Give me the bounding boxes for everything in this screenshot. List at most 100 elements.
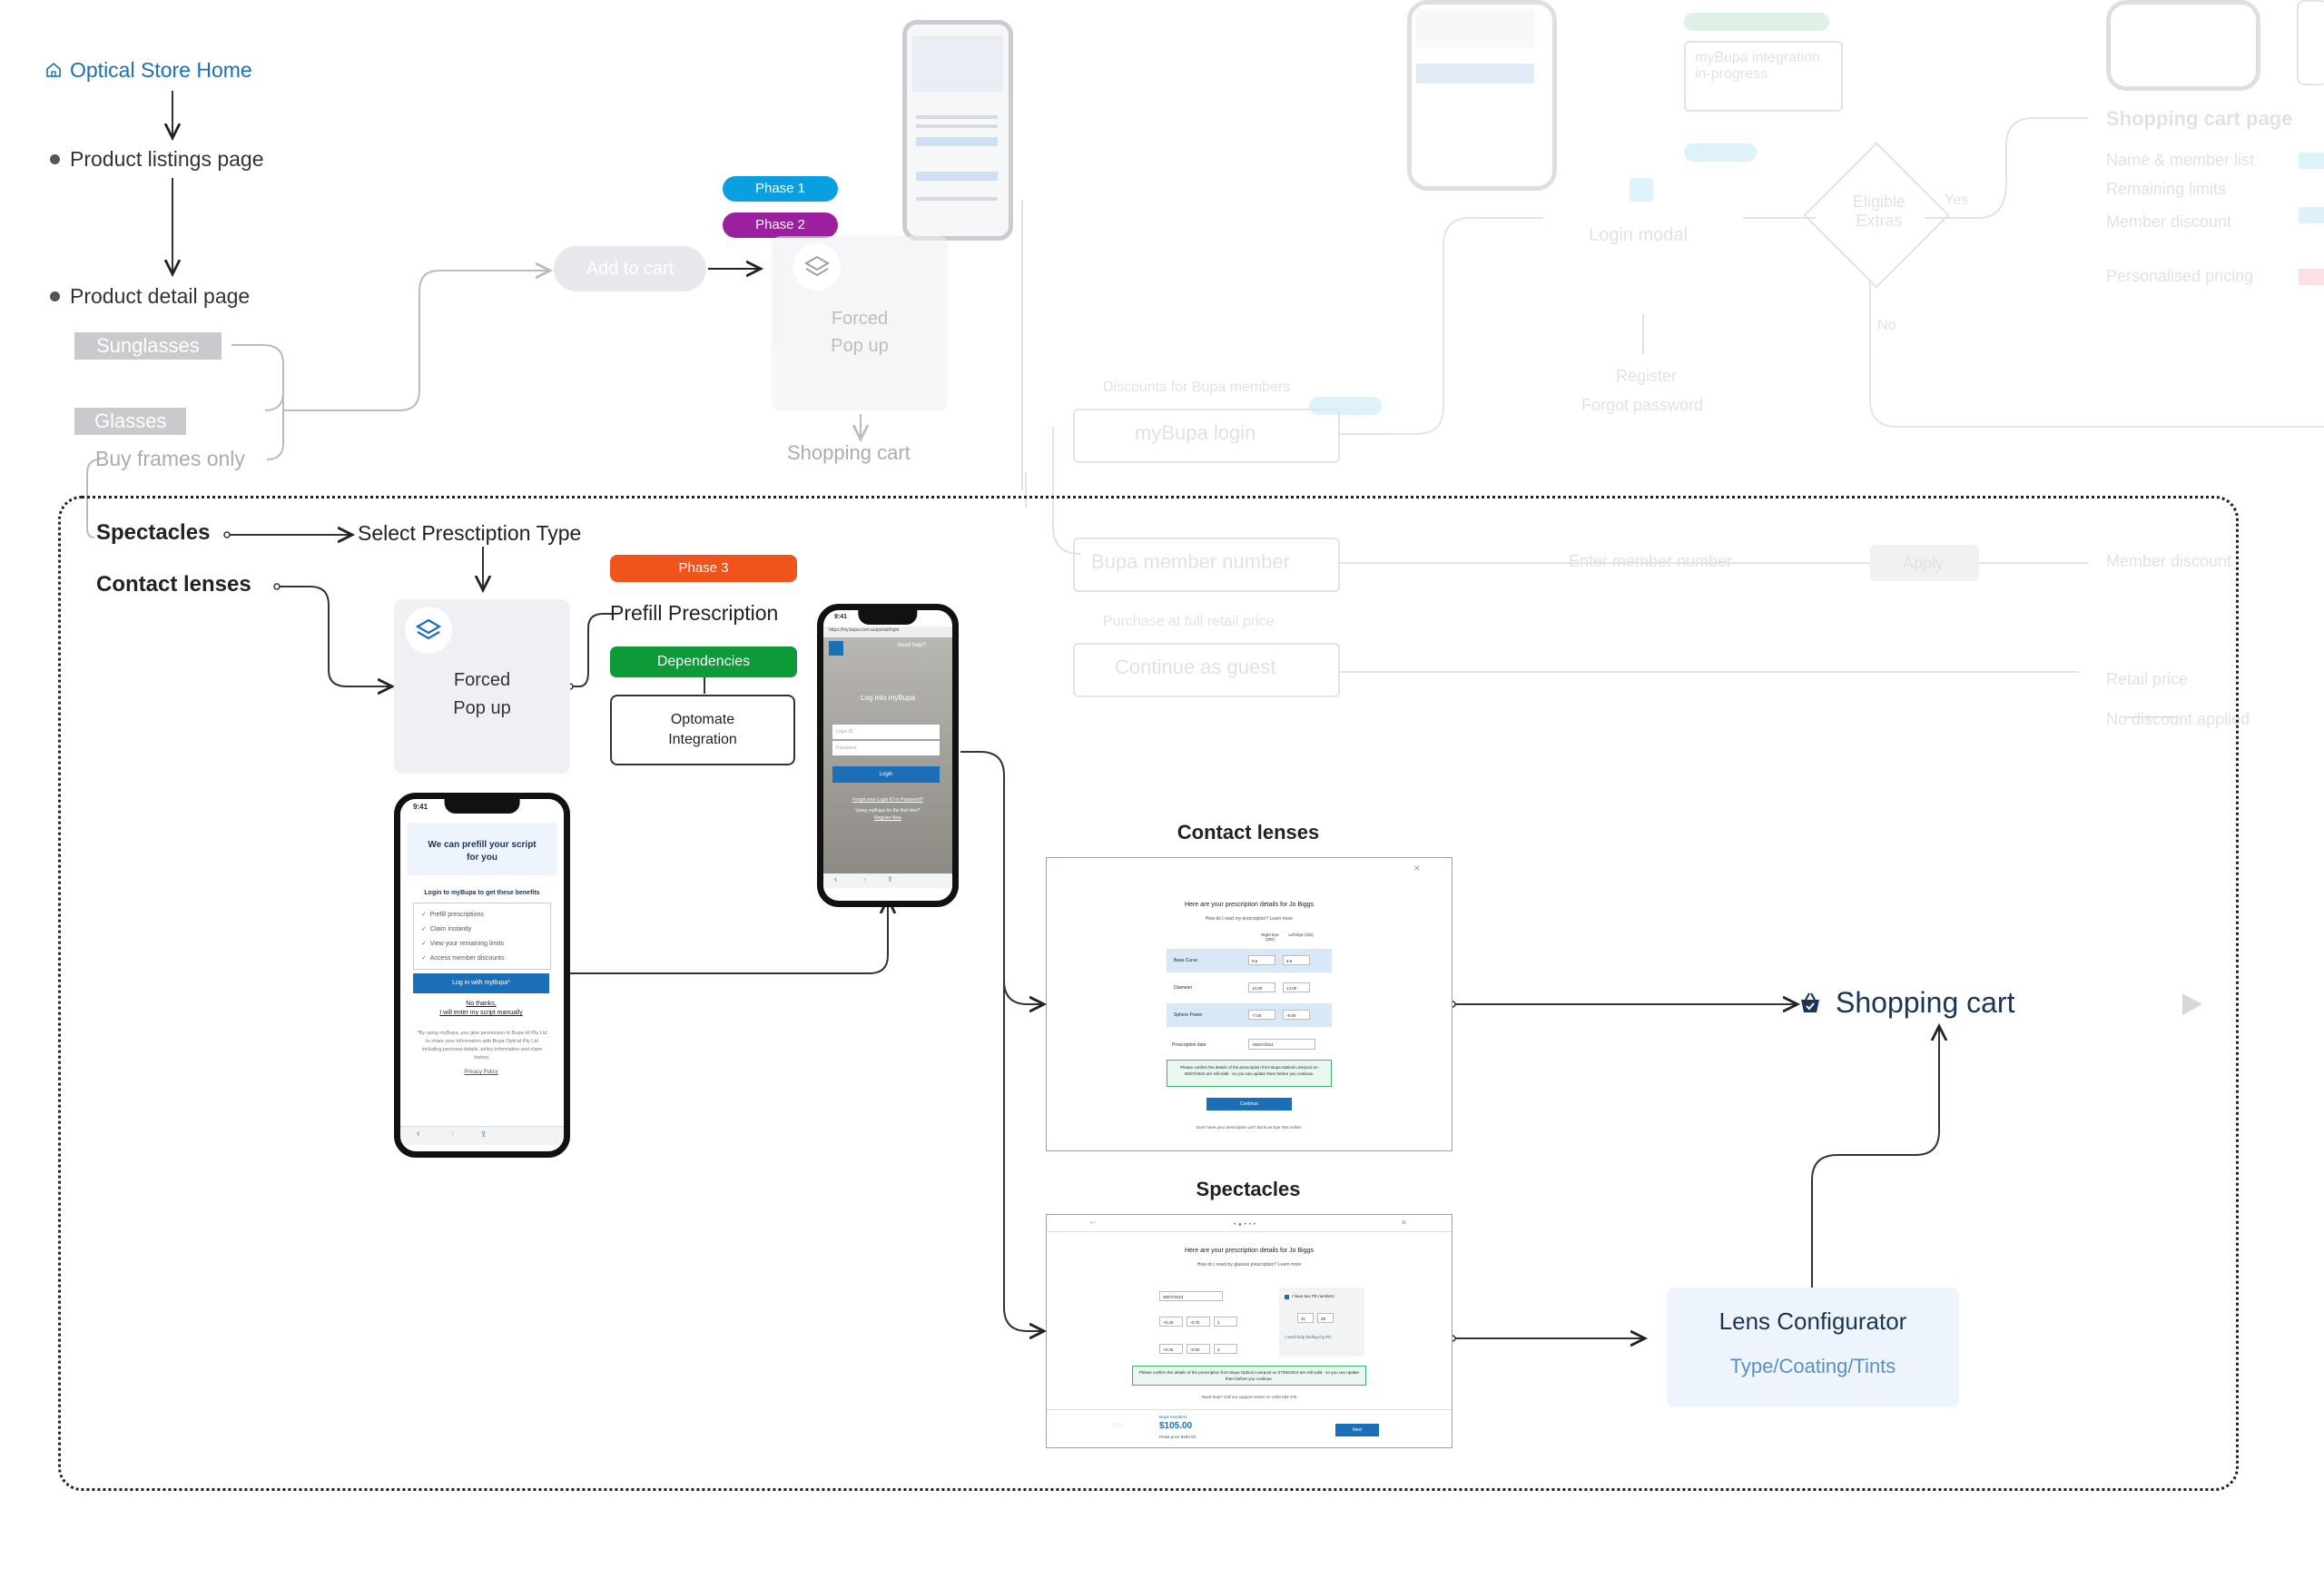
bg-retail-note: Purchase at full retail price	[1103, 614, 1275, 629]
rx-select[interactable]: -7.50	[1248, 1010, 1275, 1020]
rx-select[interactable]: -0.75	[1187, 1317, 1210, 1327]
col-left-eye: Left Eye (OS)	[1288, 933, 1314, 937]
bg-retail-price: Retail price	[2106, 670, 2189, 688]
dependencies-badge: Dependencies	[610, 646, 797, 677]
buy-frames-only: Buy frames only	[95, 447, 245, 470]
optical-store-home-link[interactable]: Optical Store Home	[70, 58, 252, 82]
forward-icon[interactable]: ›	[451, 1129, 455, 1139]
next-button[interactable]: Next	[1335, 1424, 1379, 1436]
forced-popup-line2: Pop up	[453, 698, 511, 718]
forced-popup-card-top: Forced Pop up	[772, 236, 948, 410]
forced-popup-top-line2: Pop up	[831, 336, 889, 356]
spectacles-label: Spectacles	[96, 520, 211, 545]
rx-date-input[interactable]: 05/07/2024	[1248, 1039, 1315, 1050]
prefill-heading: We can prefill your script for you	[428, 840, 537, 863]
bg-eligible-1: Eligible	[1852, 192, 1906, 211]
benefits-box: ✓ Prefill prescriptions ✓ Claim instantl…	[413, 903, 551, 970]
bg-eligible-2: Extras	[1856, 212, 1903, 230]
bg-forgot: Forgot password	[1581, 396, 1704, 414]
col-right-eye: Right Eye (OD)	[1261, 933, 1279, 942]
rx-select[interactable]: 1	[1214, 1317, 1237, 1327]
pd-select[interactable]: 28	[1317, 1313, 1334, 1323]
first-time-text: Using myBupa for the first time?	[855, 808, 921, 814]
select-prescription-type: Select Presctiption Type	[358, 521, 582, 545]
pd-help-link[interactable]: I need help finding my PD	[1285, 1335, 1332, 1339]
home-icon[interactable]	[45, 62, 62, 83]
forgot-link[interactable]: Forgot your Login ID or Password?	[852, 797, 923, 803]
forward-icon[interactable]: ›	[863, 874, 866, 883]
shopping-cart-top: Shopping cart	[787, 441, 911, 464]
contact-heading: Here are your prescription details for J…	[1184, 902, 1314, 908]
specs-date-input[interactable]: 05/07/2024	[1159, 1291, 1223, 1301]
rx-select[interactable]: 8.5	[1248, 955, 1275, 965]
pd-checkbox[interactable]	[1285, 1295, 1289, 1299]
login-id-input[interactable]: Login ID	[832, 725, 940, 739]
url-bar[interactable]: https://my.bupa.com.au/portal/login	[829, 627, 900, 633]
optomate-line1: Optomate	[670, 712, 735, 727]
pd-select[interactable]: 31	[1297, 1313, 1314, 1323]
bg-member-disc: Member discount	[2106, 552, 2232, 570]
rx-select[interactable]: -0.50	[1187, 1344, 1210, 1354]
rx-select[interactable]: +0.25	[1159, 1344, 1183, 1354]
bg-apply: Apply	[1903, 554, 1945, 572]
rx-select[interactable]: 14.00	[1283, 982, 1310, 992]
close-icon[interactable]: ✕	[1413, 864, 1421, 873]
rx-select[interactable]: -8.00	[1283, 1010, 1310, 1020]
sunglasses-tag: Sunglasses	[74, 332, 222, 360]
shopping-basket-icon	[1797, 990, 1823, 1020]
contact-subheading: How do I read my prescription? Learn mor…	[1205, 916, 1294, 922]
need-help-link[interactable]: Need help?	[898, 643, 926, 648]
bg-discount-note: Discounts for Bupa members	[1103, 380, 1291, 395]
layers-icon	[793, 243, 841, 291]
bullet-dot	[50, 291, 60, 301]
benefits-title: Login to myBupa to get these benefits	[424, 890, 540, 896]
rx-row: Sphere Power -7.50 -8.00	[1167, 1003, 1332, 1027]
bg-enter-number: Enter member number	[1569, 552, 1733, 570]
privacy-link[interactable]: Privacy Policy	[464, 1070, 498, 1075]
specs-need-help: Need help? Call our support center on 13…	[1201, 1395, 1297, 1399]
disclaimer-text: *By using myBupa, you give permission to…	[417, 1031, 547, 1061]
rx-select[interactable]: +0.25	[1159, 1317, 1183, 1327]
contact-lenses-label: Contact lenses	[96, 572, 251, 597]
rx-row: Diameter 14.00 14.00	[1167, 976, 1332, 1000]
phase2-badge: Phase 2	[723, 212, 838, 238]
add-to-cart-button[interactable]: Add to cart	[554, 246, 706, 291]
back-icon[interactable]: ‹	[417, 1129, 420, 1139]
back-icon[interactable]: ←	[1088, 1217, 1098, 1227]
optomate-integration-box: Optomate Integration	[610, 695, 795, 765]
share-icon[interactable]: ⇪	[480, 1130, 487, 1139]
spectacles-title: Spectacles	[1196, 1178, 1301, 1200]
status-time: 9:41	[413, 803, 428, 811]
specs-heading: Here are your prescription details for J…	[1184, 1248, 1314, 1254]
register-link[interactable]: Register Now	[873, 815, 901, 821]
forced-popup-line1: Forced	[453, 670, 511, 690]
close-icon[interactable]: ✕	[1401, 1219, 1407, 1227]
enter-manually-link[interactable]: I will enter my script manually	[439, 1010, 523, 1016]
rx-select[interactable]: 3	[1214, 1344, 1237, 1354]
specs-notice: Please confirm the details of the prescr…	[1132, 1366, 1366, 1386]
rx-select[interactable]: 14.00	[1248, 982, 1275, 992]
price-label: Bupa members	[1159, 1415, 1187, 1419]
bg-remaining: Remaining limits	[2106, 180, 2227, 198]
password-input[interactable]: Password	[832, 741, 940, 755]
pd-panel: I have two PD numbers 31 28 I need help …	[1279, 1288, 1364, 1357]
phase3-section-border	[58, 496, 2239, 1491]
rx-select[interactable]: 8.6	[1283, 955, 1310, 965]
login-button[interactable]: Login	[832, 766, 940, 783]
bg-mybupa-login: myBupa login	[1135, 421, 1256, 444]
specs-subheading: How do I read my glasses prescription? L…	[1196, 1262, 1302, 1268]
lens-configurator-title: Lens Configurator	[1718, 1308, 1907, 1335]
continue-button[interactable]: Continue	[1206, 1098, 1292, 1110]
lens-configurator-card[interactable]: Lens Configurator Type/Coating/Tints	[1667, 1288, 1959, 1407]
no-thanks-link[interactable]: No thanks,	[466, 1001, 497, 1007]
shopping-cart-label: Shopping cart	[1836, 986, 2015, 1019]
login-mybupa-button[interactable]: Log in with myBupa*	[413, 973, 549, 993]
share-icon[interactable]: ⇪	[887, 875, 893, 883]
phase3-badge: Phase 3	[610, 555, 797, 582]
bg-integration-2: in-progress	[1695, 66, 1768, 82]
phase1-badge: Phase 1	[723, 176, 838, 202]
back-icon[interactable]: ‹	[834, 874, 837, 883]
product-listings-page: Product listings page	[70, 147, 264, 171]
